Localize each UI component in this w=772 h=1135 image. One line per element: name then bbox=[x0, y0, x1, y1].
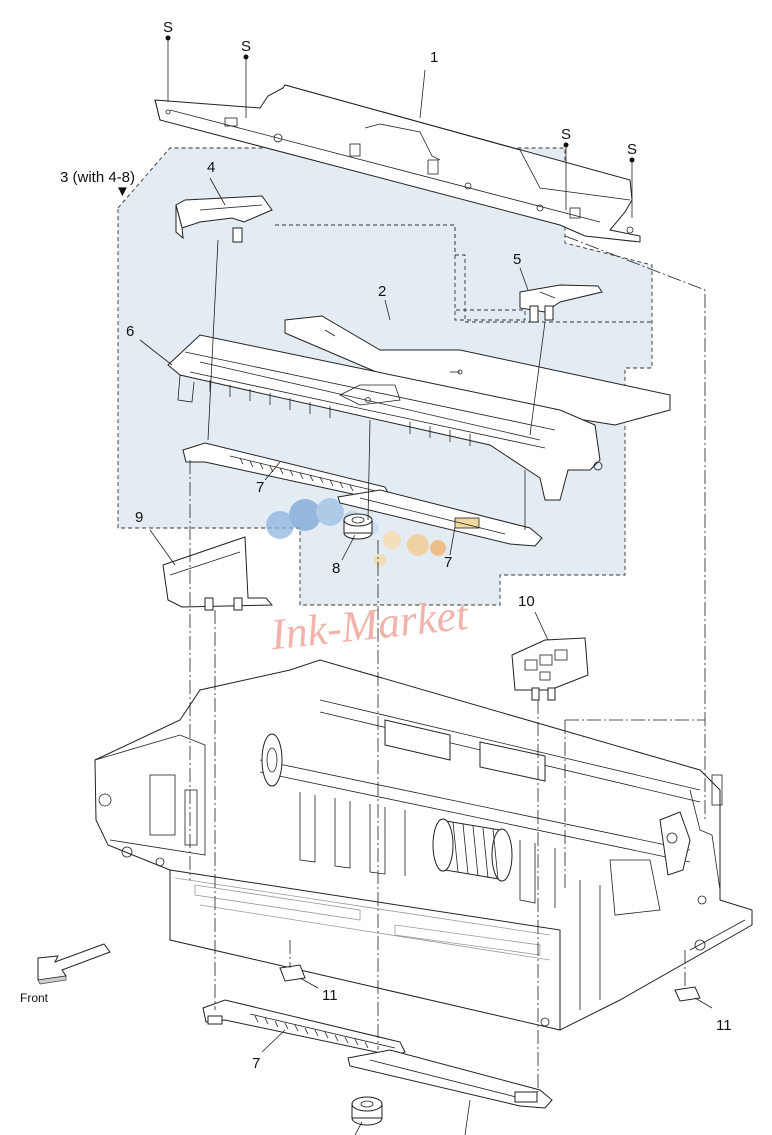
callout-leaders bbox=[139, 69, 713, 1135]
screw-label: S bbox=[561, 126, 571, 143]
callout-7: 7 bbox=[256, 479, 264, 496]
part-8-gear-upper bbox=[343, 513, 373, 540]
part-5-sensor bbox=[519, 284, 603, 323]
callout-11: 11 bbox=[716, 1017, 732, 1034]
callout-10: 10 bbox=[518, 593, 535, 610]
callout-5: 5 bbox=[513, 251, 521, 268]
watermark-text: Ink-Market bbox=[267, 590, 472, 660]
callout-7: 7 bbox=[444, 554, 452, 571]
screw-label: S bbox=[241, 38, 251, 55]
part-10-bracket bbox=[511, 637, 589, 701]
callout-4: 4 bbox=[207, 159, 215, 176]
screw-label: S bbox=[163, 19, 173, 36]
screw-group bbox=[165, 35, 635, 218]
main-chassis bbox=[94, 659, 753, 1031]
assembly-chain-lines bbox=[189, 235, 706, 1092]
cutout-edge bbox=[275, 224, 652, 323]
callout-11: 11 bbox=[322, 987, 338, 1004]
front-label: Front bbox=[20, 991, 49, 1005]
part-4-sensor-arm bbox=[175, 195, 273, 243]
callout-8: 8 bbox=[332, 560, 340, 577]
callout-6: 6 bbox=[126, 323, 134, 340]
part-11-pad-right bbox=[674, 986, 701, 1002]
screw-label: S bbox=[627, 141, 637, 158]
part-11-pad-left bbox=[279, 964, 306, 982]
part-7-rack-lower-left bbox=[202, 999, 406, 1057]
callout-labels: S S S S 1 2 3 (with 4-8) ▼ 4 5 6 7 7 8 9… bbox=[60, 19, 732, 1072]
part-1-top-bracket bbox=[154, 84, 641, 243]
front-direction-arrow: Front bbox=[20, 943, 111, 1005]
callout-7: 7 bbox=[252, 1055, 260, 1072]
callout-1: 1 bbox=[430, 49, 438, 66]
part-7-rack-lower-right bbox=[347, 1049, 553, 1109]
callout-3: 3 (with 4-8) bbox=[60, 169, 135, 186]
part-9-actuator bbox=[162, 536, 274, 611]
part-6-paper-guide bbox=[167, 334, 603, 501]
part-8-gear-lower bbox=[351, 1096, 383, 1126]
callout-3-arrow: ▼ bbox=[115, 183, 130, 200]
part-2-plate bbox=[284, 315, 671, 426]
callout-9: 9 bbox=[135, 509, 143, 526]
callout-2: 2 bbox=[378, 283, 386, 300]
